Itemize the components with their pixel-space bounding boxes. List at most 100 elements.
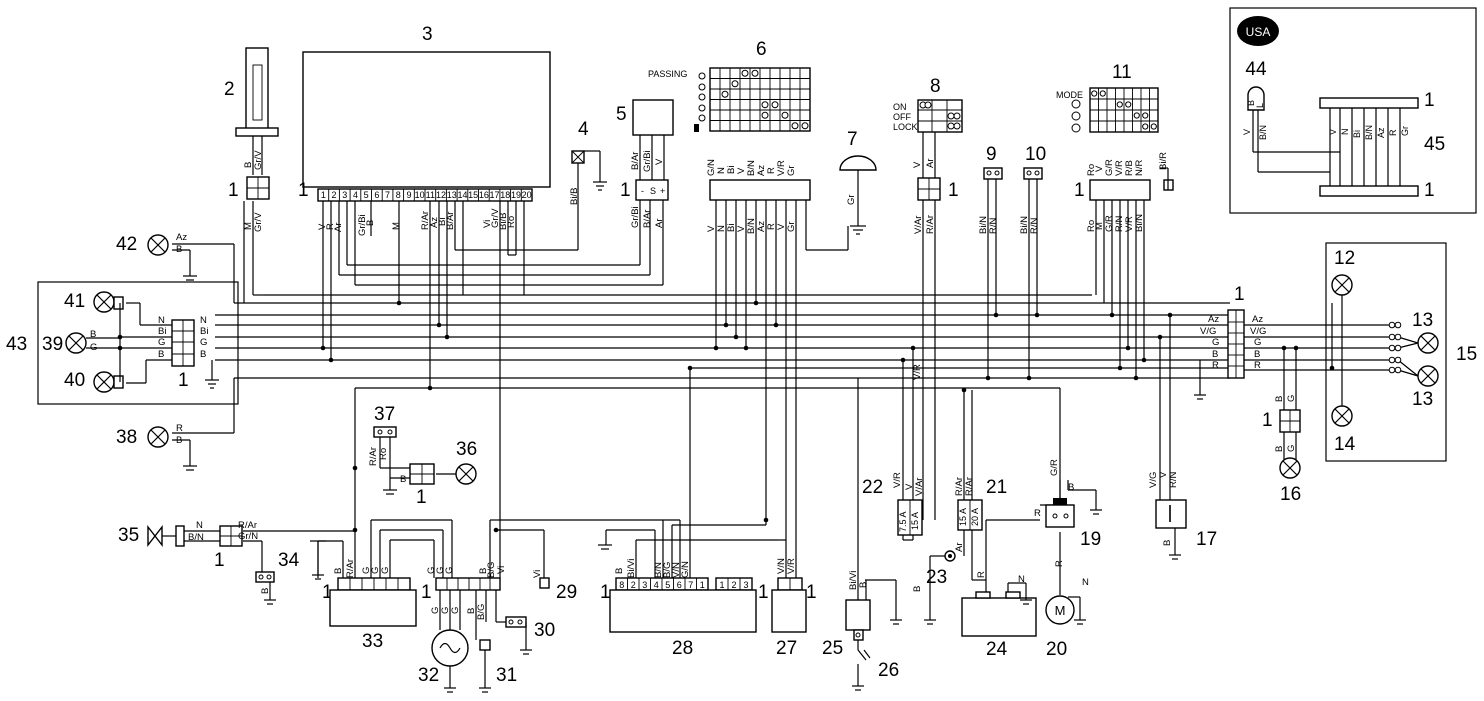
junction-dot — [320, 345, 326, 351]
svg-text:Bi: Bi — [200, 326, 208, 337]
switch-6: 6 PASSING 1 — [648, 39, 811, 201]
svg-text:B: B — [858, 582, 869, 588]
conn28-pin-label: 1 — [719, 580, 724, 590]
bulb-12-icon — [1331, 274, 1353, 296]
svg-text:1: 1 — [600, 582, 611, 603]
svg-text:Gr/V: Gr/V — [253, 150, 264, 170]
junction-dot — [900, 357, 906, 363]
svg-text:22: 22 — [862, 477, 883, 498]
conn28-pin-label: 1 — [700, 580, 705, 590]
svg-text:V/R: V/R — [776, 160, 787, 176]
svg-text:Gr/V: Gr/V — [253, 212, 264, 232]
bulb-16-icon — [1279, 457, 1301, 479]
lamp-16: B G 1 B G 16 — [1262, 395, 1301, 505]
svg-text:17: 17 — [1196, 529, 1217, 550]
ecu-pin-label: 5 — [364, 190, 369, 200]
svg-text:R/N: R/N — [988, 218, 999, 235]
conn28-pin-label: 4 — [654, 580, 659, 590]
svg-text:R: R — [1212, 360, 1219, 371]
switch-symbol-icon — [698, 83, 706, 91]
ecu-pin-label: 9 — [406, 190, 411, 200]
switch-11: 11 MODE 1 Bi/R — [1056, 62, 1174, 201]
junction-dot — [1141, 357, 1147, 363]
ecu-pin-label: 16 — [479, 190, 489, 200]
ecu-pin-label: 17 — [490, 190, 500, 200]
svg-text:G/R: G/R — [1049, 459, 1060, 476]
svg-text:G/N: G/N — [680, 561, 691, 578]
switch-symbol-icon — [698, 93, 706, 101]
svg-text:G: G — [1286, 445, 1297, 452]
svg-text:7.5 A: 7.5 A — [898, 511, 908, 532]
junction-dot — [444, 334, 450, 340]
svg-text:ON: ON — [893, 102, 907, 112]
svg-text:L: L — [1255, 103, 1265, 108]
ecu-pin-label: 2 — [332, 190, 337, 200]
light-cluster-43: 43 41 39 40 B G N Bi G B — [6, 281, 239, 405]
svg-text:B: B — [90, 329, 96, 340]
svg-text:B/N: B/N — [746, 160, 757, 176]
svg-text:10: 10 — [1025, 144, 1046, 165]
svg-text:S: S — [650, 186, 656, 196]
svg-text:Ro: Ro — [506, 216, 517, 228]
junction-dot — [427, 385, 433, 391]
svg-text:OFF: OFF — [893, 112, 911, 122]
svg-text:15: 15 — [1456, 344, 1477, 365]
svg-text:1: 1 — [806, 582, 817, 603]
svg-text:20: 20 — [1046, 639, 1067, 660]
svg-text:12: 12 — [1334, 248, 1355, 269]
bulb-14-icon — [1331, 405, 1353, 427]
svg-text:1: 1 — [1424, 180, 1435, 201]
svg-text:25: 25 — [822, 638, 843, 659]
svg-text:V/G: V/G — [1148, 472, 1159, 488]
svg-text:B: B — [333, 568, 344, 574]
svg-text:1: 1 — [228, 180, 239, 201]
svg-text:B: B — [365, 220, 376, 226]
svg-text:6: 6 — [756, 39, 767, 60]
svg-text:13: 13 — [1412, 389, 1433, 410]
svg-text:V/R: V/R — [1114, 160, 1125, 176]
ground-23: 23 B — [912, 550, 956, 625]
relay-19: G/R B R 19 — [1034, 459, 1102, 550]
svg-text:Bi: Bi — [437, 218, 448, 226]
svg-text:G: G — [370, 567, 381, 574]
svg-text:Vi: Vi — [496, 566, 507, 574]
svg-text:N: N — [1082, 577, 1089, 588]
svg-text:1: 1 — [1074, 180, 1085, 201]
switch-symbol-icon — [1071, 111, 1081, 121]
switch-symbol-icon — [698, 72, 706, 80]
svg-text:1: 1 — [322, 582, 333, 603]
svg-text:41: 41 — [64, 291, 85, 312]
junction-dot — [723, 322, 729, 328]
svg-text:1: 1 — [758, 582, 769, 603]
svg-text:1: 1 — [948, 180, 959, 201]
junction-dot — [1293, 345, 1299, 351]
svg-text:26: 26 — [878, 660, 899, 681]
component-17: V/G V R/N B 17 — [1148, 471, 1217, 560]
conn28-pin-label: 5 — [665, 580, 670, 590]
svg-text:G: G — [380, 567, 391, 574]
svg-text:Az: Az — [1252, 314, 1263, 325]
svg-text:Ro: Ro — [1086, 220, 1097, 232]
svg-text:R: R — [325, 223, 336, 230]
svg-text:B: B — [260, 588, 271, 594]
junction-dot — [1167, 312, 1173, 318]
svg-text:1: 1 — [178, 370, 189, 391]
ecu-pin-label: 7 — [385, 190, 390, 200]
svg-text:N/R: N/R — [1134, 160, 1145, 177]
junction-dot — [352, 465, 358, 471]
svg-text:Gr: Gr — [1400, 126, 1410, 136]
svg-text:Ro: Ro — [378, 448, 389, 460]
svg-text:B/Ar: B/Ar — [630, 152, 641, 170]
svg-text:Bi: Bi — [158, 326, 166, 337]
ecu-pin-label: 3 — [342, 190, 347, 200]
svg-text:1: 1 — [416, 487, 427, 508]
horn-7: 7 Gr — [839, 129, 877, 235]
svg-text:37: 37 — [374, 404, 395, 425]
svg-text:R/N: R/N — [1168, 472, 1179, 489]
svg-text:V/N: V/N — [776, 558, 787, 574]
svg-text:G: G — [158, 337, 165, 348]
usa-badge: USA — [1246, 25, 1271, 39]
bulb-44-icon — [1247, 86, 1265, 111]
svg-text:V: V — [1328, 129, 1338, 135]
fuse-22: 22 V/R V V/Ar 7.5 A 15 A V/R — [862, 364, 925, 536]
